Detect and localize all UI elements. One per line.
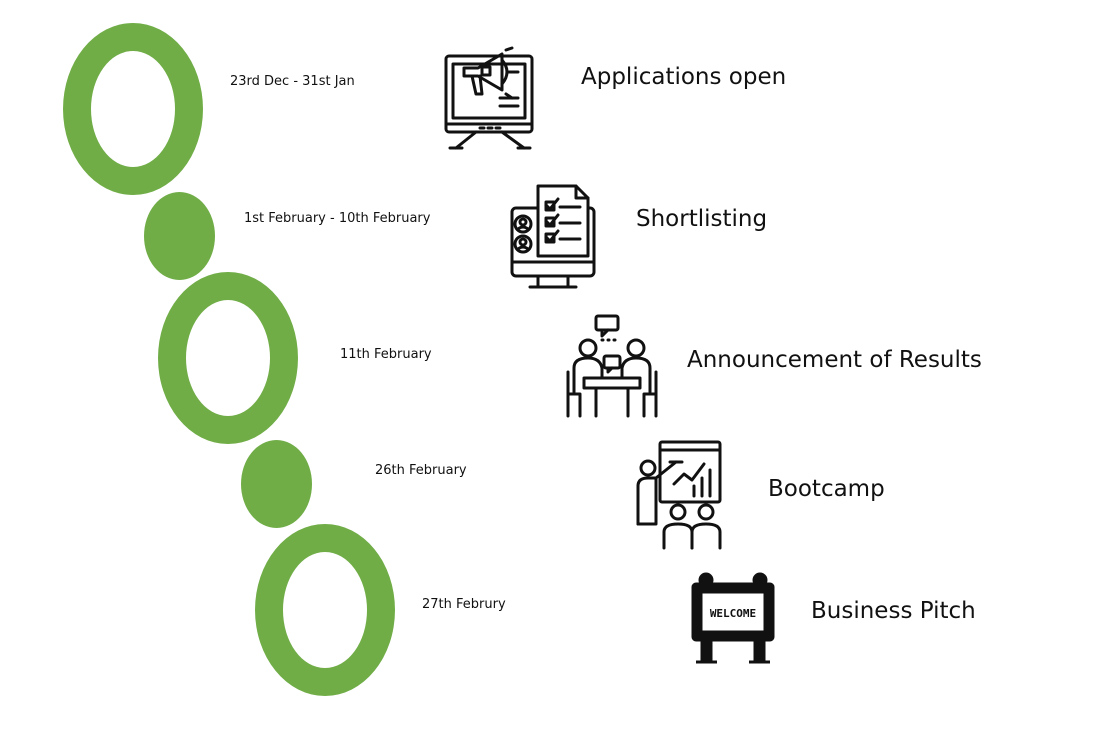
timeline-marker-dot-4 xyxy=(241,440,312,528)
step-5-title: Business Pitch xyxy=(811,598,976,624)
timeline-marker-ring-1 xyxy=(63,23,203,195)
step-4-date: 26th February xyxy=(375,463,467,478)
step-3-date: 11th February xyxy=(340,347,432,362)
megaphone-monitor-icon xyxy=(444,46,534,150)
checklist-monitor-icon xyxy=(510,184,596,289)
presentation-board-icon xyxy=(636,440,722,550)
step-2-date: 1st February - 10th February xyxy=(244,211,431,226)
step-5-date: 27th Februry xyxy=(422,597,506,612)
welcome-sign-text: WELCOME xyxy=(710,607,756,620)
meeting-table-icon xyxy=(566,314,658,418)
step-2-title: Shortlisting xyxy=(636,206,768,232)
timeline-marker-dot-2 xyxy=(144,192,215,280)
step-1-title: Applications open xyxy=(581,64,787,90)
step-4-title: Bootcamp xyxy=(768,476,885,502)
timeline-marker-ring-3 xyxy=(158,272,298,444)
step-3-title: Announcement of Results xyxy=(687,347,982,373)
step-1-date: 23rd Dec - 31st Jan xyxy=(230,74,355,89)
welcome-sign-icon: WELCOME xyxy=(691,572,775,664)
timeline-marker-ring-5 xyxy=(255,524,395,696)
